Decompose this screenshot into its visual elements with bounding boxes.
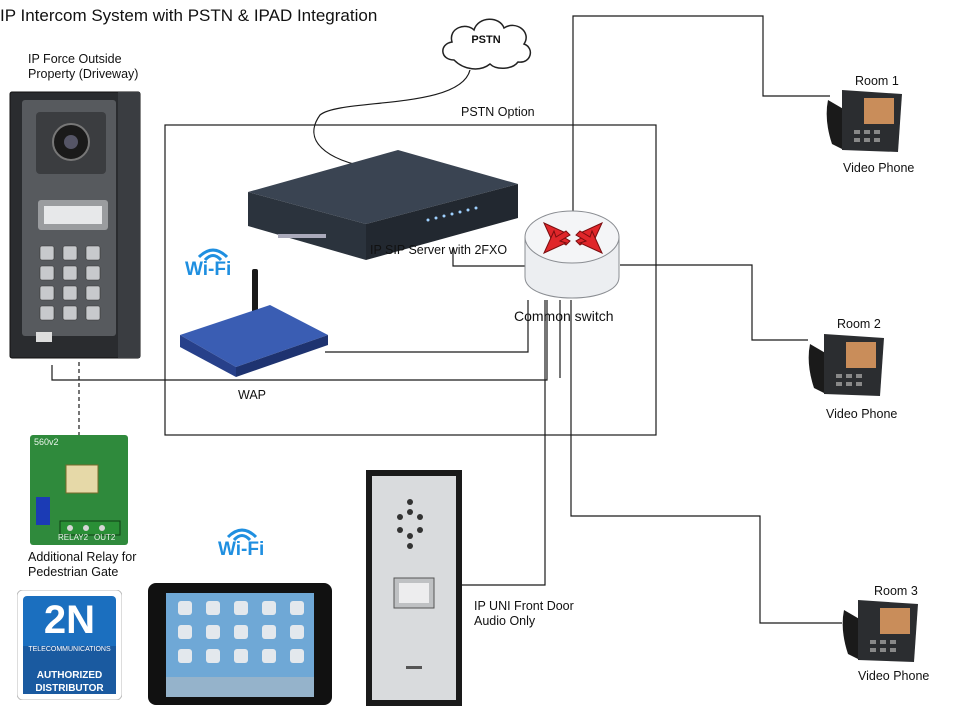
relay-board-code: 560v2 — [34, 437, 59, 447]
tablet-icon — [148, 583, 332, 705]
common-switch — [522, 205, 622, 305]
sip-server-label: IP SIP Server with 2FXO — [370, 243, 508, 257]
2n-logo-icon — [17, 590, 122, 700]
room-2-device-label: Video Phone — [826, 407, 898, 421]
wifi-badge-wap: Wi-Fi — [179, 243, 251, 283]
wifi-icon — [226, 528, 258, 541]
cloud-icon — [442, 18, 532, 70]
video-phone-room-1 — [824, 90, 904, 154]
pstn-cable — [313, 69, 471, 169]
video-phone-icon — [842, 600, 918, 662]
line-room2 — [620, 264, 808, 341]
intercom-outside-label-2: Property (Driveway) — [28, 67, 139, 81]
line-outside-intercom — [51, 300, 548, 381]
room-1-device-label: Video Phone — [843, 161, 915, 175]
2n-authorized-distributor-badge: 2N TELECOMMUNICATIONS AUTHORIZED DISTRIB… — [17, 590, 122, 700]
relay-module-icon — [30, 435, 128, 545]
line-room3 — [570, 300, 842, 624]
video-phone-room-2 — [806, 334, 886, 398]
room-3-device-label: Video Phone — [858, 669, 930, 683]
wap-label: WAP — [238, 388, 267, 402]
badge-line-2: DISTRIBUTOR — [35, 683, 104, 694]
wifi-label: Wi-Fi — [218, 539, 265, 560]
wifi-icon — [197, 248, 229, 261]
wifi-badge-ipad: Wi-Fi — [212, 523, 284, 563]
line-wap — [325, 300, 529, 353]
room-1-label: Room 1 — [855, 74, 899, 88]
intercom-outside-label-1: IP Force Outside — [28, 52, 122, 66]
pstn-cloud-label: PSTN — [471, 34, 501, 46]
front-door-label-2: Audio Only — [474, 614, 536, 628]
switch-label: Common switch — [514, 308, 614, 324]
relay-board: 560v2 RELAY2 OUT2 — [30, 435, 128, 545]
brand-sub: TELECOMMUNICATIONS — [28, 646, 111, 653]
server-box-icon — [248, 150, 518, 260]
line-front-door — [462, 300, 546, 586]
lan-boundary — [164, 124, 657, 436]
video-phone-icon — [826, 90, 902, 152]
pstn-option-label: PSTN Option — [461, 105, 535, 119]
front-door-label-1: IP UNI Front Door — [474, 599, 574, 613]
room-2-label: Room 2 — [837, 317, 881, 331]
relay-label-2: Pedestrian Gate — [28, 565, 119, 579]
relay-label-1: Additional Relay for — [28, 550, 137, 564]
relay-board-out-text: OUT2 — [94, 533, 116, 542]
badge-line-1: AUTHORIZED — [36, 670, 103, 681]
wifi-label: Wi-Fi — [185, 259, 232, 280]
brand-name: 2N — [43, 598, 96, 642]
sip-server — [248, 150, 518, 262]
router-icon — [524, 210, 620, 299]
line-sip-switch — [452, 248, 528, 267]
wireless-access-point — [180, 265, 328, 377]
access-point-icon — [180, 269, 328, 377]
front-door-intercom — [366, 470, 462, 706]
line-room1 — [572, 15, 830, 215]
video-phone-icon — [808, 334, 884, 396]
ipad-tablet — [148, 583, 332, 705]
relay-board-relay-text: RELAY2 — [58, 533, 89, 542]
outside-intercom — [8, 90, 142, 362]
speaker-panel-icon — [366, 470, 462, 706]
pstn-cloud: PSTN — [436, 10, 536, 72]
room-3-label: Room 3 — [874, 584, 918, 598]
video-phone-room-3 — [840, 600, 920, 664]
intercom-keypad-icon — [9, 91, 141, 359]
diagram-title: IP Intercom System with PSTN & IPAD Inte… — [0, 6, 378, 25]
